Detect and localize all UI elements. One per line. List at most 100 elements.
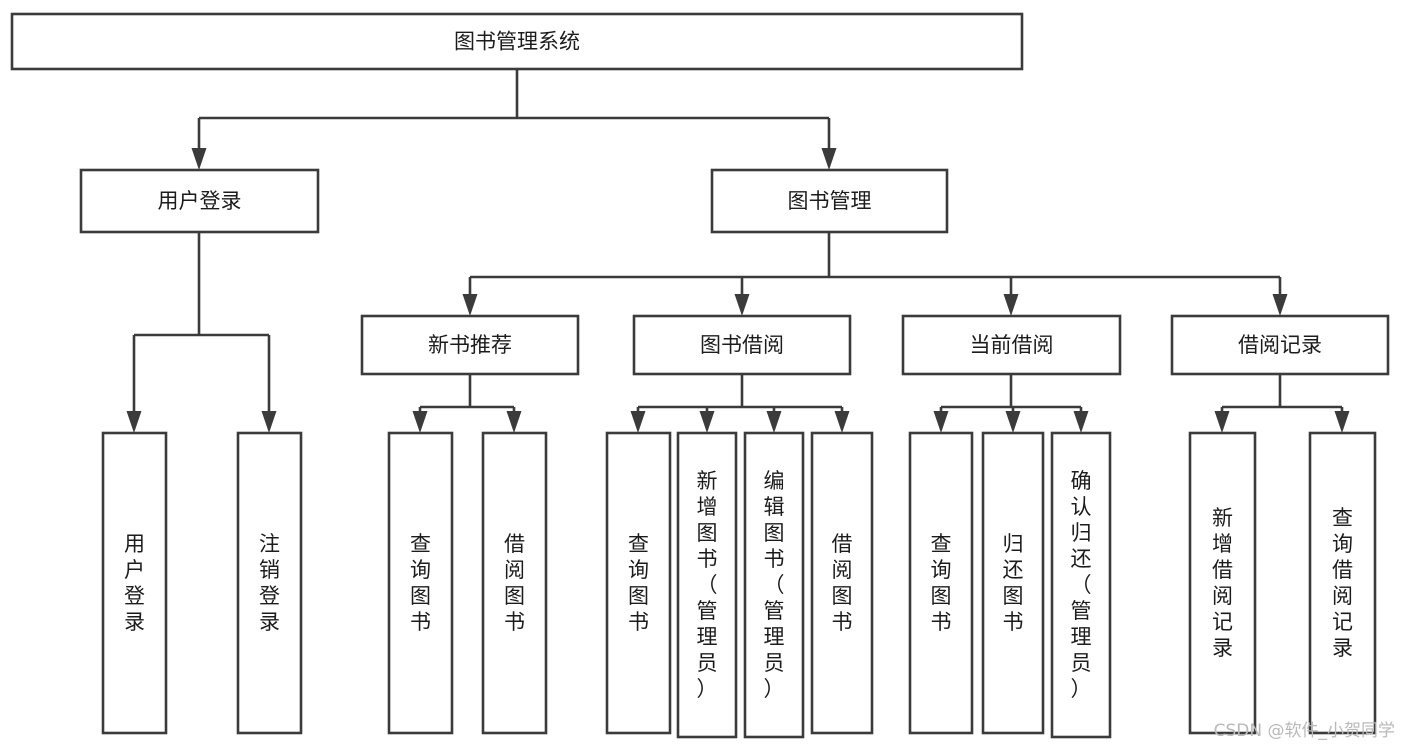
node-label-char: 户 — [124, 558, 145, 582]
node-label-char: 图 — [504, 584, 525, 608]
node-label-char: 书 — [628, 610, 649, 634]
node-label: 图书借阅 — [700, 333, 784, 357]
node-label-char: ） — [764, 677, 785, 701]
node-label-char: 录 — [1212, 636, 1233, 660]
node-label: 新书推荐 — [428, 333, 512, 357]
connector-newbook-split — [412, 374, 522, 433]
node-n-login[interactable]: 用户登录 — [79, 168, 320, 234]
node-label-char: 书 — [832, 610, 853, 634]
node-label-char: 查 — [931, 532, 952, 556]
node-root[interactable]: 图书管理系统 — [10, 12, 1024, 71]
node-label-char: 管 — [697, 599, 718, 623]
node-label-char: 理 — [697, 625, 718, 649]
node-label-char: 书 — [931, 610, 952, 634]
connector-root-split — [191, 69, 837, 170]
connector-borrow-split — [630, 374, 850, 433]
node-label-char: 图 — [410, 584, 431, 608]
node-label-char: 阅 — [504, 558, 525, 582]
node-label-char: 询 — [410, 558, 431, 582]
node-n-current[interactable]: 当前借阅 — [901, 314, 1122, 376]
connector-bookmgmt-split — [462, 232, 1288, 316]
node-label-char: 登 — [124, 584, 145, 608]
node-label-char: 理 — [764, 625, 785, 649]
node-label-char: 图 — [1003, 584, 1024, 608]
node-label-char: 书 — [410, 610, 431, 634]
node-label-char: 记 — [1212, 610, 1233, 634]
node-label-char: 登 — [259, 584, 280, 608]
node-label-char: 图 — [628, 584, 649, 608]
node-label-char: 新 — [1212, 506, 1233, 530]
node-l-userlogin[interactable]: 用户登录 — [101, 431, 168, 735]
node-label-char: 管 — [764, 599, 785, 623]
node-label: 当前借阅 — [970, 333, 1054, 357]
node-label-char: 新 — [697, 469, 718, 493]
node-label: 图书管理系统 — [454, 30, 580, 54]
node-label-char: 增 — [697, 495, 718, 519]
node-label-char: 询 — [1332, 532, 1353, 556]
connector-record-split — [1214, 374, 1350, 433]
node-label-char: 阅 — [1212, 584, 1233, 608]
node-label-char: 借 — [1332, 558, 1353, 582]
node-label-char: 归 — [1071, 521, 1092, 545]
node-n-record[interactable]: 借阅记录 — [1170, 314, 1390, 376]
node-label-char: 查 — [410, 532, 431, 556]
node-label-char: 管 — [1071, 599, 1092, 623]
node-label-char: 员 — [1071, 651, 1092, 675]
node-label-char: ） — [1071, 677, 1092, 701]
node-label-char: 确 — [1071, 469, 1092, 493]
node-label-char: 阅 — [1332, 584, 1353, 608]
nodes-layer: 图书管理系统用户登录图书管理新书推荐图书借阅当前借阅借阅记录用户登录注销登录查询… — [10, 12, 1390, 739]
node-label-char: 阅 — [832, 558, 853, 582]
node-label-char: 理 — [1071, 625, 1092, 649]
node-label-char: 录 — [259, 610, 280, 634]
node-label-char: 询 — [931, 558, 952, 582]
node-label-char: 辑 — [764, 495, 785, 519]
node-n-bookmgmt[interactable]: 图书管理 — [710, 168, 949, 234]
node-label-char: 录 — [124, 610, 145, 634]
node-n-newbook[interactable]: 新书推荐 — [360, 314, 580, 376]
node-label-char: 书 — [764, 547, 785, 571]
connector-current-split — [933, 374, 1089, 433]
node-label-char: 销 — [259, 558, 280, 582]
node-label-char: 员 — [697, 651, 718, 675]
node-label: 图书管理 — [788, 189, 872, 213]
node-label-char: 图 — [931, 584, 952, 608]
node-label-char: 书 — [504, 610, 525, 634]
node-label-char: 注 — [259, 532, 280, 556]
connector-login-split — [126, 232, 277, 433]
node-label-char: 查 — [628, 532, 649, 556]
node-label-char: 用 — [124, 532, 145, 556]
node-label-char: 增 — [1212, 532, 1233, 556]
edges-layer — [126, 69, 1350, 433]
node-label-char: 借 — [832, 532, 853, 556]
node-label-char: 询 — [628, 558, 649, 582]
node-label-char: 还 — [1003, 558, 1024, 582]
node-label: 用户登录 — [158, 189, 242, 213]
node-label: 借阅记录 — [1238, 333, 1322, 357]
node-label-char: 归 — [1003, 532, 1024, 556]
node-label-char: 图 — [697, 521, 718, 545]
node-label-char: 还 — [1071, 547, 1092, 571]
node-label-char: 认 — [1071, 495, 1092, 519]
node-label-char: 查 — [1332, 506, 1353, 530]
node-label-char: 记 — [1332, 610, 1353, 634]
node-label-char: 图 — [832, 584, 853, 608]
node-label-char: 录 — [1332, 636, 1353, 660]
node-label-char: （ — [1071, 573, 1092, 597]
node-label-char: 图 — [764, 521, 785, 545]
node-n-borrow[interactable]: 图书借阅 — [632, 314, 852, 376]
